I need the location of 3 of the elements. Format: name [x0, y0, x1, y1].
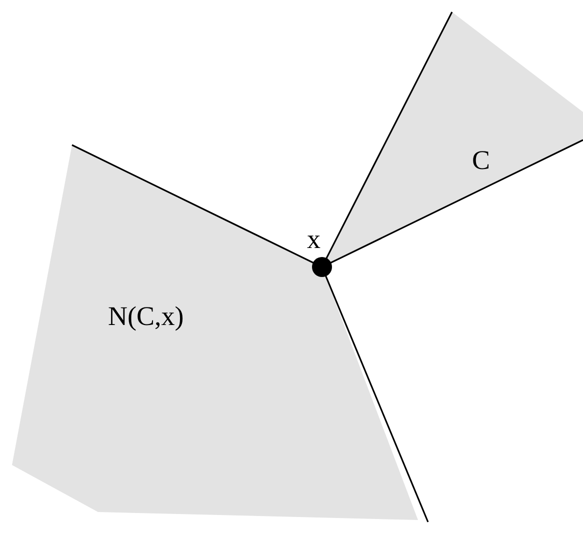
math-label: x [307, 226, 320, 253]
math-label: C [472, 147, 490, 174]
math-label: N(C,x) [108, 303, 184, 330]
